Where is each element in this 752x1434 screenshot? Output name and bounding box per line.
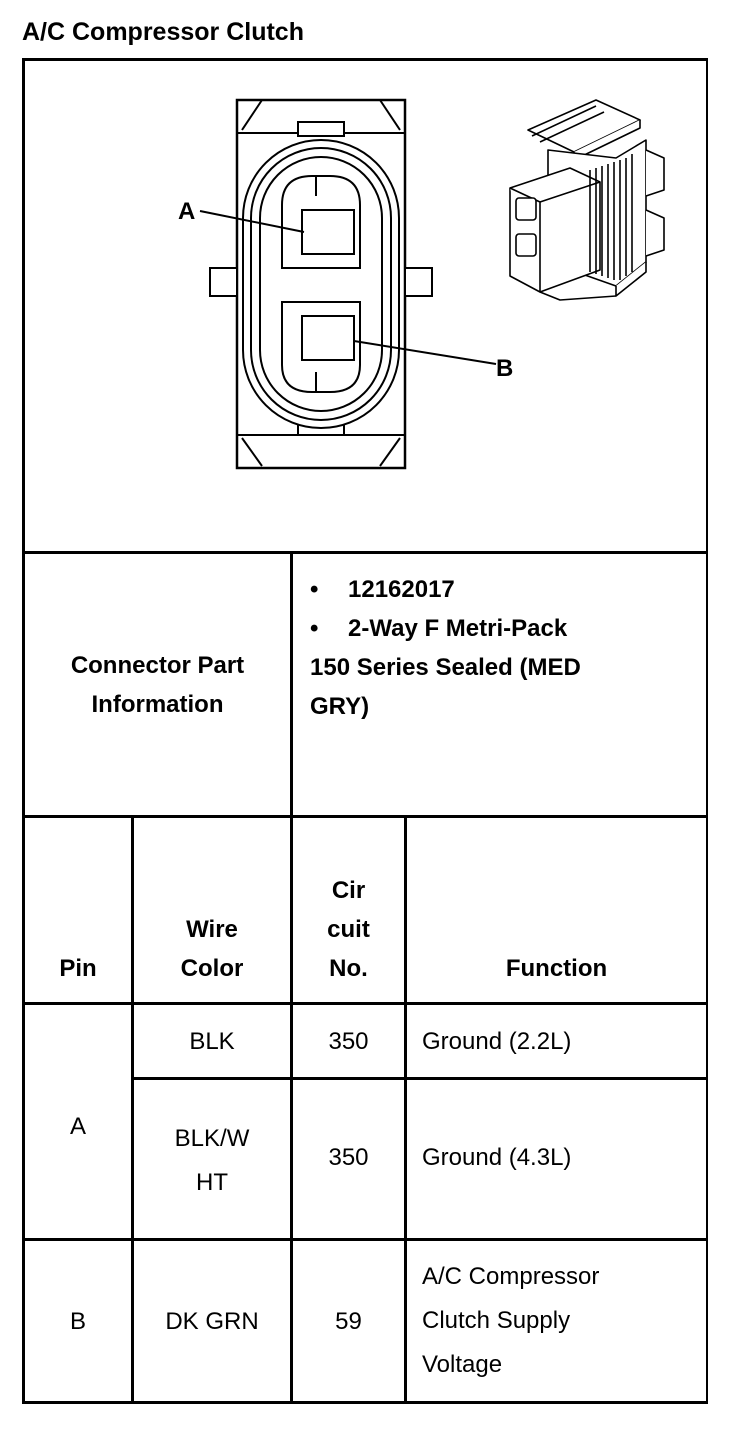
column-header-wire-color-line: Color bbox=[180, 955, 244, 982]
connector-type-continued-line-2: GRY) bbox=[310, 693, 370, 720]
function-cell: A/C Compressor Clutch Supply Voltage bbox=[422, 1241, 706, 1401]
pin-value: A bbox=[69, 1113, 86, 1140]
wire-color-cell: DK GRN bbox=[134, 1241, 290, 1401]
wire-color-value-line: BLK/W bbox=[174, 1125, 250, 1152]
divider bbox=[290, 551, 293, 1404]
connector-face-diagram: A B bbox=[178, 98, 513, 470]
column-header-function: Function bbox=[407, 818, 706, 1002]
function-cell: Ground (4.3L) bbox=[422, 1080, 706, 1238]
function-value-line: Voltage bbox=[422, 1351, 503, 1378]
circuit-cell: 350 bbox=[293, 1080, 404, 1238]
connector-table-frame bbox=[22, 58, 708, 1404]
connector-isometric-drawing bbox=[509, 99, 665, 301]
divider bbox=[22, 1238, 708, 1241]
function-value-line: A/C Compressor bbox=[422, 1263, 600, 1290]
column-header-pin: Pin bbox=[25, 818, 131, 1002]
circuit-value: 350 bbox=[328, 1144, 369, 1171]
pin-cell-a: A bbox=[25, 1005, 131, 1238]
column-header-circuit-line: No. bbox=[329, 955, 368, 982]
circuit-cell: 350 bbox=[293, 1005, 404, 1077]
divider bbox=[22, 551, 708, 554]
divider bbox=[22, 815, 708, 818]
circuit-value: 350 bbox=[328, 1027, 369, 1055]
pin-a-label: A bbox=[178, 198, 195, 225]
part-number: 12162017 bbox=[348, 576, 455, 603]
page-title: A/C Compressor Clutch bbox=[22, 18, 304, 46]
circuit-value: 59 bbox=[335, 1307, 362, 1335]
function-value-line: Clutch Supply bbox=[422, 1307, 571, 1334]
function-value: Ground (2.2L) bbox=[422, 1027, 572, 1055]
pin-b-label: B bbox=[496, 355, 513, 382]
connector-type: 2-Way F Metri-Pack bbox=[348, 615, 568, 642]
divider bbox=[404, 815, 407, 1404]
function-value: Ground (4.3L) bbox=[422, 1144, 572, 1171]
connector-info-header: Connector Part Information bbox=[25, 554, 290, 815]
column-header-function-text: Function bbox=[505, 955, 608, 982]
wire-color-cell: BLK bbox=[134, 1005, 290, 1077]
connector-info-list: •12162017 •2-Way F Metri-Pack 150 Series… bbox=[310, 570, 581, 726]
connector-type-continued-line-1: 150 Series Sealed (MED bbox=[310, 654, 581, 681]
list-item: •12162017 bbox=[310, 570, 581, 609]
divider bbox=[133, 1077, 708, 1080]
column-header-circuit-line: Cir bbox=[331, 877, 366, 904]
wire-color-value: BLK bbox=[189, 1027, 235, 1055]
wire-color-value: DK GRN bbox=[165, 1307, 259, 1335]
column-header-wire-color: Wire Color bbox=[134, 818, 290, 1002]
column-header-pin-text: Pin bbox=[59, 955, 97, 982]
wire-color-cell: BLK/W HT bbox=[134, 1080, 290, 1238]
connector-info-header-text: Connector Part Information bbox=[70, 651, 245, 718]
pin-value: B bbox=[69, 1307, 86, 1335]
column-header-circuit-line: cuit bbox=[327, 916, 370, 943]
column-header-wire-color-line: Wire bbox=[186, 916, 238, 943]
circuit-cell: 59 bbox=[293, 1241, 404, 1401]
column-header-circuit: Cir cuit No. bbox=[293, 818, 404, 1002]
function-cell: Ground (2.2L) bbox=[422, 1005, 706, 1077]
list-item: •2-Way F Metri-Pack bbox=[310, 609, 581, 648]
divider bbox=[22, 1002, 708, 1005]
wire-color-value-line: HT bbox=[196, 1169, 228, 1196]
divider bbox=[131, 815, 134, 1404]
pin-cell-b: B bbox=[25, 1241, 131, 1401]
